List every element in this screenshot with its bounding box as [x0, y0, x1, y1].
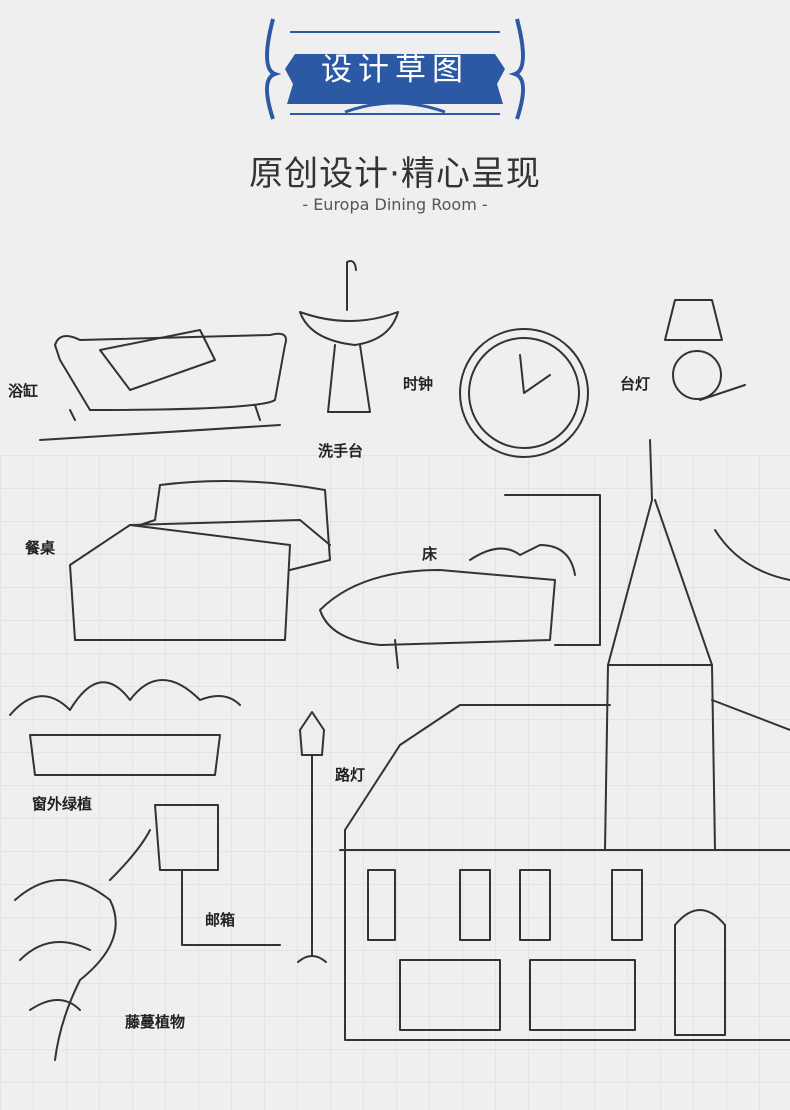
label-mailbox: 邮箱 — [205, 911, 236, 929]
street-lamp-sketch — [297, 711, 327, 963]
label-dining-table: 餐桌 — [25, 539, 56, 557]
label-vine-plants: 藤蔓植物 — [125, 1013, 186, 1031]
window-plants-sketch — [9, 679, 241, 776]
mailbox-sketch — [154, 804, 281, 946]
label-bed: 床 — [422, 545, 438, 563]
dining-table-sketch — [69, 480, 331, 641]
label-clock: 时钟 — [403, 375, 434, 393]
castle-sketch — [339, 439, 790, 1041]
headline: 原创设计·精心呈现 — [249, 154, 541, 194]
washbasin-sketch — [299, 260, 399, 413]
subheadline: - Europa Dining Room - — [302, 195, 488, 214]
vine-plants-sketch — [14, 829, 151, 1061]
bed-sketch — [319, 494, 601, 669]
banner-title: 设计草图 — [321, 52, 469, 88]
label-window-plants: 窗外绿植 — [32, 795, 93, 813]
label-street-lamp: 路灯 — [335, 766, 366, 784]
bathtub-sketch — [39, 329, 287, 441]
lamp-sketch — [664, 299, 746, 401]
grid-background — [0, 455, 790, 1110]
banner-ornament — [265, 18, 525, 120]
title-banner: 设计草图 — [265, 14, 525, 122]
label-lamp: 台灯 — [620, 375, 651, 393]
clock-sketch — [459, 328, 589, 458]
label-washbasin: 洗手台 — [318, 442, 364, 460]
label-bathtub: 浴缸 — [8, 382, 39, 400]
